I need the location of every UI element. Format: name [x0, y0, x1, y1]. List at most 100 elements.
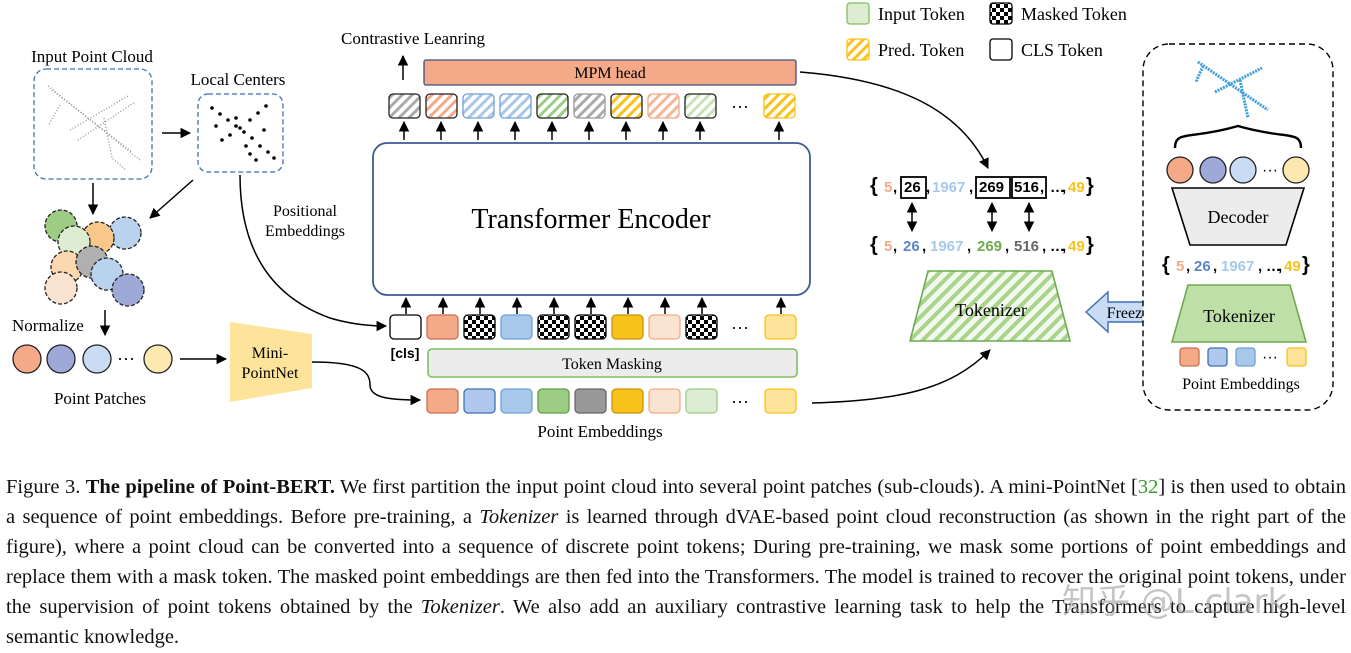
arrow-mpm-to-tokens: [799, 71, 989, 169]
legend-input-label: Input Token: [878, 4, 965, 24]
cls-label: [cls]: [391, 345, 420, 361]
decoder-output-circles: [1166, 156, 1310, 184]
caption-text-4: . We also add an auxiliary contrastive l…: [6, 596, 1346, 648]
svg-text:,: ,: [926, 179, 930, 196]
arrows-encoder-to-output: [398, 120, 785, 140]
point-embeddings-right-label: Point Embeddings: [1182, 376, 1300, 393]
arrow-centers-to-patches: [149, 179, 194, 219]
svg-text:,: ,: [1278, 258, 1282, 275]
svg-text:,: ,: [1186, 258, 1190, 275]
transformer-encoder-box: [372, 142, 811, 296]
decoder-brace: [1173, 124, 1303, 149]
legend-pred-swatch: [846, 38, 870, 61]
masked-input-row: [389, 314, 797, 340]
svg-text:1967: 1967: [932, 179, 965, 196]
svg-text:{: {: [1162, 254, 1170, 276]
embedding-row-ellipsis: ···: [731, 391, 749, 411]
caption-citation[interactable]: 32: [1137, 476, 1159, 498]
local-centers-points: [210, 104, 276, 162]
contrastive-label: Contrastive Leanring: [341, 29, 485, 48]
caption-italic-tokenizer-1: Tokenizer: [479, 506, 559, 528]
legend-masked-swatch: [989, 2, 1013, 25]
target-sequence: { 5 , 26 , 1967 , 269 , 516 , … , 49 }: [870, 234, 1094, 256]
svg-text:}: }: [1302, 254, 1310, 276]
svg-text:26: 26: [904, 179, 921, 196]
svg-text:26: 26: [1194, 258, 1211, 275]
right-embedding-ellipsis: ···: [1262, 349, 1278, 366]
caption-title: The pipeline of Point-BERT.: [85, 476, 335, 498]
caption-text-1: We first partition the input point cloud…: [334, 476, 1138, 498]
svg-text:,: ,: [893, 179, 897, 196]
right-token-sequence: { 5 , 26 , 1967 , … , 49 }: [1162, 254, 1310, 276]
mini-pointnet-label-1: Mini-: [252, 345, 288, 362]
svg-text:…: …: [1050, 238, 1065, 255]
mini-pointnet-shape: [230, 322, 312, 402]
right-embedding-row: [1179, 347, 1307, 367]
svg-text:,: ,: [1005, 238, 1009, 255]
legend-cls-swatch: [989, 38, 1013, 61]
input-point-cloud-label: Input Point Cloud: [31, 47, 153, 66]
freeze-label: Freeze: [1107, 305, 1150, 322]
token-masking-box: [427, 348, 798, 378]
svg-text:1967: 1967: [930, 238, 963, 255]
svg-text:…: …: [1050, 179, 1065, 196]
caption-text-2: ] is then used to obtain a sequence of p…: [6, 476, 1347, 528]
figure-caption: Figure 3. The pipeline of Point-BERT. We…: [6, 472, 1346, 652]
svg-text:,: ,: [1258, 258, 1262, 275]
output-token-row: [388, 93, 796, 119]
svg-text:,: ,: [1040, 179, 1044, 196]
svg-text:269: 269: [977, 238, 1002, 255]
local-centers-box: [197, 93, 284, 173]
svg-text:}: }: [1086, 234, 1094, 256]
svg-text:1967: 1967: [1221, 258, 1254, 275]
svg-text:{: {: [870, 234, 878, 256]
transformer-encoder-label: Transformer Encoder: [471, 204, 711, 235]
svg-text:,: ,: [922, 238, 926, 255]
decoder-output-ellipsis: ···: [1262, 162, 1278, 179]
svg-text:49: 49: [1068, 179, 1085, 196]
svg-text:5: 5: [884, 179, 892, 196]
arrow-positional-to-cls: [239, 174, 388, 332]
svg-text:}: }: [1086, 175, 1094, 197]
tokenizer-label: Tokenizer: [955, 300, 1027, 320]
output-ellipsis: ···: [731, 96, 749, 116]
normalize-label: Normalize: [12, 316, 84, 335]
svg-text:5: 5: [1176, 258, 1184, 275]
token-masking-label: Token Masking: [562, 356, 662, 373]
svg-text:,: ,: [1062, 238, 1066, 255]
point-patches-row: [12, 344, 173, 374]
svg-text:269: 269: [979, 179, 1004, 196]
svg-text:,: ,: [1042, 238, 1046, 255]
svg-text:…: …: [1266, 258, 1281, 275]
svg-text:49: 49: [1068, 238, 1085, 255]
mini-pointnet-label-2: PointNet: [242, 365, 299, 382]
sequence-link-arrows: [906, 201, 1035, 233]
caption-prefix: Figure 3.: [6, 476, 86, 498]
tokenizer-right-trapezoid: [1170, 284, 1308, 343]
decoder-trapezoid: [1170, 187, 1306, 246]
svg-text:,: ,: [1213, 258, 1217, 275]
caption-italic-tokenizer-2: Tokenizer: [420, 596, 500, 618]
point-embeddings-label: Point Embeddings: [537, 422, 662, 441]
mpm-head-box: [423, 59, 797, 86]
tokenizer-right-label: Tokenizer: [1203, 306, 1275, 326]
input-point-cloud-box: [33, 68, 153, 180]
svg-text:,: ,: [893, 238, 897, 255]
point-embedding-row: [426, 388, 797, 414]
masked-row-ellipsis: ···: [731, 317, 749, 337]
positional-label-2: Embeddings: [265, 223, 345, 240]
grouped-patches: [44, 209, 145, 307]
local-centers-label: Local Centers: [191, 70, 286, 89]
legend-pred-label: Pred. Token: [878, 40, 964, 60]
point-patches-ellipsis: ···: [117, 348, 135, 368]
svg-text:26: 26: [903, 238, 920, 255]
legend-masked-label: Masked Token: [1021, 4, 1127, 24]
reconstructed-airplane-image: [1194, 60, 1269, 119]
mpm-head-label: MPM head: [574, 65, 646, 82]
arrow-embeddings-to-tokenizer: [811, 349, 991, 404]
svg-text:516: 516: [1014, 179, 1039, 196]
positional-label-1: Positional: [273, 203, 338, 220]
svg-text:{: {: [870, 175, 878, 197]
predicted-sequence: { 5 , 26 , 1967 , 269 516 , … , 49 }: [870, 175, 1094, 199]
pipeline-diagram: Input Token Masked Token Pred. Token CLS…: [12, 2, 1334, 441]
